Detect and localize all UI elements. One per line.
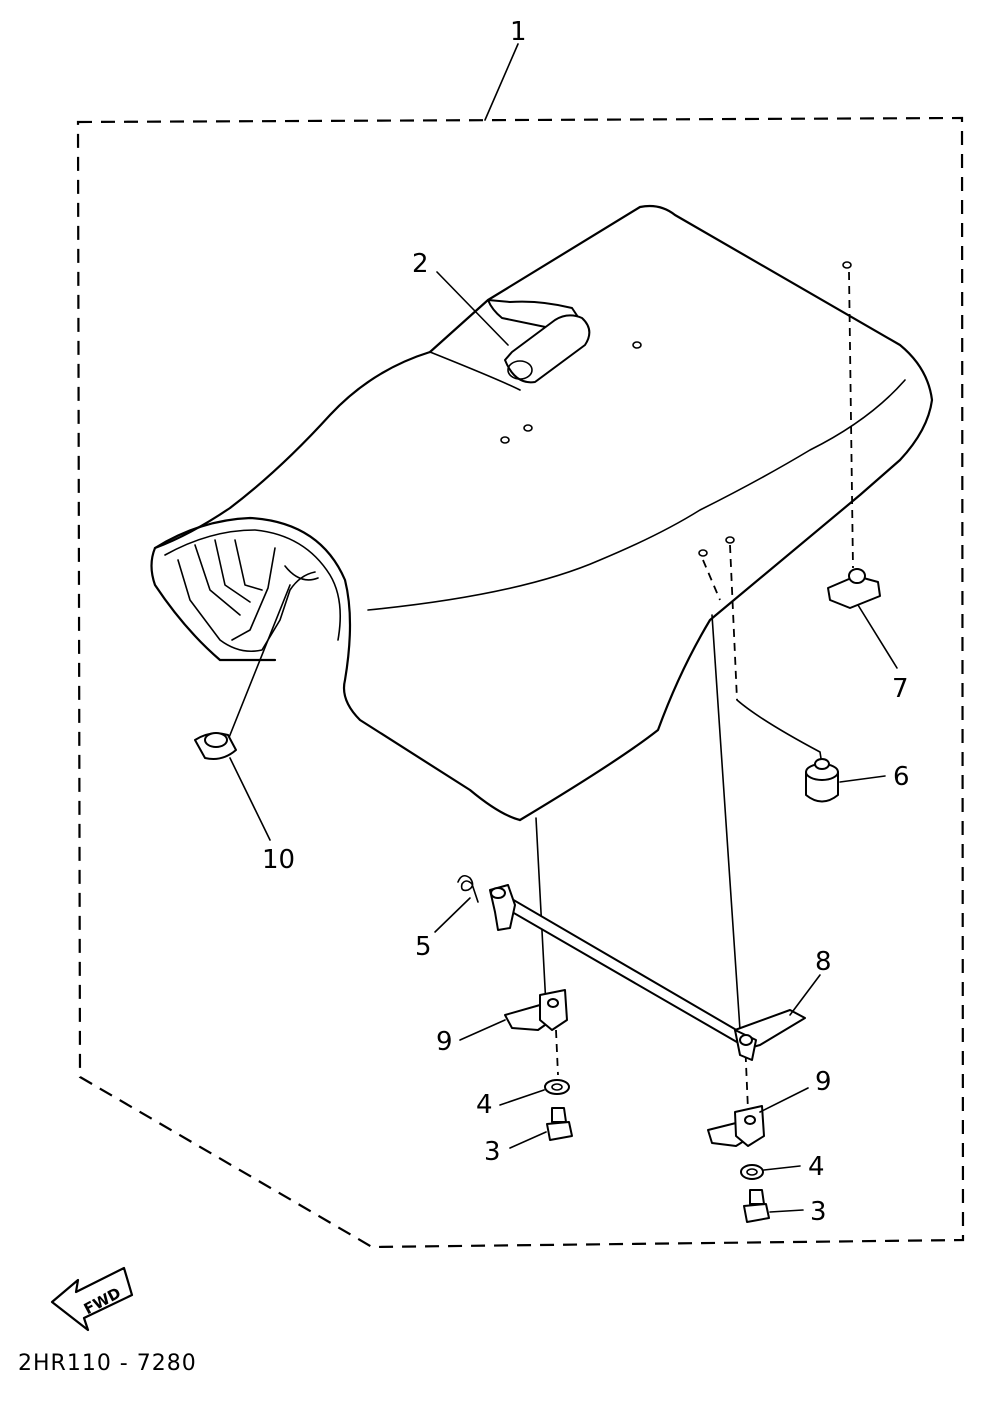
leader-7 <box>857 604 898 669</box>
leader-2 <box>436 271 509 346</box>
guide-6 <box>729 544 738 701</box>
leader-6 <box>839 775 886 783</box>
callout-4b: 4 <box>808 1152 825 1182</box>
drawing-code: 2HR110 - 7280 <box>18 1351 197 1376</box>
guide-right-bolt <box>744 1039 749 1111</box>
assembly-boundary <box>76 116 965 1249</box>
fwd-arrow-icon: FWD <box>50 1266 134 1332</box>
leader-8 <box>789 974 821 1016</box>
callout-9b: 9 <box>815 1067 832 1097</box>
guide-center <box>702 559 721 601</box>
callout-9a: 9 <box>436 1027 453 1057</box>
part-4-washer-right <box>740 1164 764 1180</box>
leader-3b <box>769 1209 804 1213</box>
callout-6: 6 <box>893 762 910 792</box>
part-9-bracket-left <box>504 989 568 1031</box>
leader-5 <box>434 897 471 933</box>
seat-drawing <box>150 204 934 822</box>
callout-10: 10 <box>262 845 295 875</box>
part-6-damper <box>805 758 839 803</box>
leader-1 <box>484 43 519 121</box>
callout-3a: 3 <box>484 1137 501 1167</box>
part-9-bracket-right <box>707 1105 765 1147</box>
part-10-rubber <box>194 732 237 760</box>
part-3-bolt-right <box>743 1189 770 1223</box>
leader-4a <box>499 1089 545 1106</box>
leader-3a <box>509 1131 547 1149</box>
leader-9a <box>459 1019 506 1041</box>
part-4-washer-left <box>544 1079 570 1095</box>
guide-center-2 <box>711 614 741 1031</box>
leader-10-up <box>225 584 291 746</box>
guide-7 <box>848 271 854 569</box>
callout-3b: 3 <box>810 1197 827 1227</box>
callout-8: 8 <box>815 947 832 977</box>
callout-4a: 4 <box>476 1090 493 1120</box>
guide-left-bolt <box>555 1029 559 1076</box>
callout-1: 1 <box>510 17 527 47</box>
part-5-spring <box>457 874 479 903</box>
part-7-clip <box>827 568 881 609</box>
leader-6-path <box>736 699 823 766</box>
callout-2: 2 <box>412 249 429 279</box>
callout-5: 5 <box>415 932 432 962</box>
part-3-bolt-left <box>546 1107 573 1141</box>
part-8-lock-rod <box>489 884 806 1061</box>
callout-7: 7 <box>892 674 909 704</box>
fwd-label: FWD <box>81 1284 124 1318</box>
leader-9b <box>759 1087 809 1113</box>
leader-10 <box>229 757 271 841</box>
leader-4b <box>763 1165 801 1171</box>
